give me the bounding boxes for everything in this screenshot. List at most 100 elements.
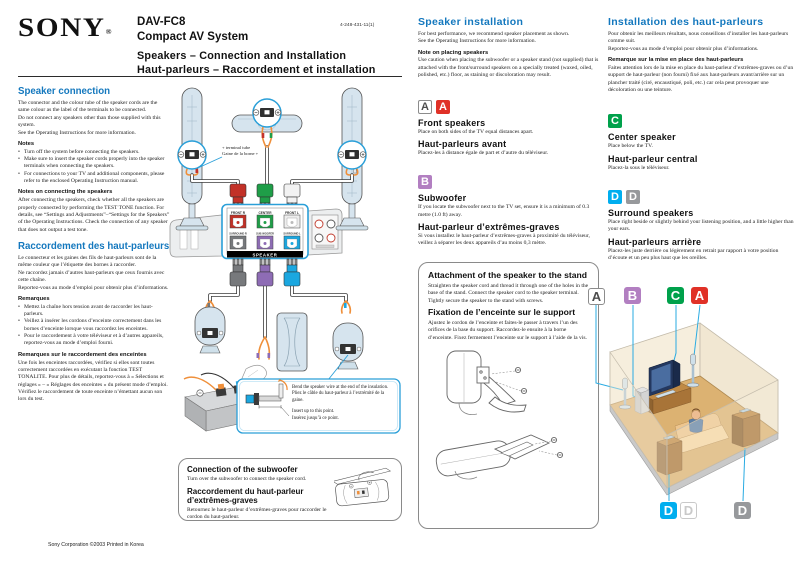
callout-leader-line xyxy=(327,354,349,381)
registered-mark: ® xyxy=(105,28,112,36)
room-front-right-speaker xyxy=(686,353,700,388)
center-title-fr: Haut-parleur central xyxy=(608,153,698,164)
callout-insert-en: Insert up to this point. xyxy=(292,409,335,415)
speaker-badge-d-gray: D xyxy=(626,190,640,205)
model-number: DAV-FC8 xyxy=(137,16,186,28)
note-item: For connections to your TV and additiona… xyxy=(18,171,170,186)
placing-note-body: Use caution when placing the subwoofer o… xyxy=(418,57,599,79)
room-front-left-speaker xyxy=(618,377,632,410)
subwoofer-body-en: If you locate the subwoofer next to the … xyxy=(418,204,590,218)
surround-right-speaker-illustration xyxy=(332,322,364,370)
wiring-diagram-illustration: FRONT R CENTER FRONT L SURROUND xyxy=(169,87,401,434)
panel-label-center: CENTER xyxy=(258,211,272,215)
subwoofer-illustration xyxy=(276,312,308,372)
document-number: 4-248-431-11(1) xyxy=(340,23,375,28)
center-title-en: Center speaker xyxy=(608,132,676,143)
stand-attachment-box: Attachment of the speaker to the stand S… xyxy=(418,262,599,529)
brand-text: SONY xyxy=(18,13,106,42)
room-badge-c-center: C xyxy=(667,287,684,304)
paragraph: See the Operating Instructions for more … xyxy=(18,129,136,136)
room-badge-b-subwoofer: B xyxy=(624,287,641,304)
callout-insert-fr: Insérez jusqu’à ce point. xyxy=(292,415,339,421)
connection-column: Speaker connection The connector and the… xyxy=(18,86,170,404)
front-speakers-title-en: Front speakers xyxy=(418,117,486,128)
wire-insert-callout-text: Bend the speaker wire at the end of the … xyxy=(292,385,396,422)
attachment-title-fr: Fixation de l’enceinte sur le support xyxy=(428,307,576,317)
placing-note-title-fr: Remarque sur la mise en place des haut-p… xyxy=(608,57,744,64)
wire-insert-callout-box xyxy=(236,378,401,434)
paragraph: For best performance, we recommend speak… xyxy=(418,31,570,37)
subwoofer-box-title-en: Connection of the subwoofer xyxy=(187,465,298,474)
sub-note-body: After connecting the speakers, check whe… xyxy=(18,197,170,233)
room-badge-d-surround-right: D xyxy=(734,502,751,519)
flat-speaker-stand-illustration xyxy=(435,434,563,480)
attachment-body-fr: Ajustez le cordon de l’enceinte et faite… xyxy=(428,319,587,341)
receiver-back-illustration xyxy=(169,208,343,258)
sub-note-title: Notes on connecting the speakers xyxy=(18,189,113,196)
room-surround-right-speaker xyxy=(731,408,761,448)
tv-illustration xyxy=(648,359,681,397)
paragraph: The connector and the colour tube of the… xyxy=(18,100,158,114)
center-badge-row: C xyxy=(608,111,796,129)
subwoofer-box-body-en: Turn over the subwoofer to connect the s… xyxy=(187,476,307,483)
note-item: Mettez la chaîne hors tension avant de r… xyxy=(18,304,170,319)
product-name: Compact AV System xyxy=(137,30,249,43)
paragraph: See the Operating Instructions for more … xyxy=(418,38,536,45)
subwoofer-box-title-fr: Raccordement du haut-parleur d’extrêmes-… xyxy=(187,486,304,505)
placing-note-title: Note on placing speakers xyxy=(418,49,489,56)
panel-label-surround-r: SURROUND R xyxy=(229,231,247,235)
paragraph: Le connecteur et les gaines des fils de … xyxy=(18,255,157,269)
callout-bend-fr: Pliez le câble du haut-parleur à l’extré… xyxy=(292,391,385,403)
placing-note-body-fr: Faites attention lors de la mise en plac… xyxy=(608,64,794,93)
room-front-walls xyxy=(609,350,779,490)
heading-raccordement: Raccordement des haut-parleurs xyxy=(18,241,170,252)
doc-title-en: Speakers – Connection and Installation xyxy=(137,50,347,62)
front-speakers-section: Front speakers Place on both sides of th… xyxy=(418,118,599,158)
surround-section: Surround speakers Place right beside or … xyxy=(608,208,796,263)
surround-title-fr: Haut-parleurs arrière xyxy=(608,236,702,247)
paragraph: Ne raccordez jamais d’autres haut-parleu… xyxy=(18,269,165,284)
room-subwoofer-illustration xyxy=(634,386,650,415)
model-block: DAV-FC8 Compact AV System xyxy=(137,15,248,45)
terminal-zoom-circles xyxy=(177,98,367,170)
sub-note-body-fr: Une fois les enceintes raccordées, vérif… xyxy=(18,359,168,403)
surround-body-en: Place right beside or slightly behind yo… xyxy=(608,219,794,233)
center-speaker-section: Center speaker Place below the TV. Haut-… xyxy=(608,132,796,172)
sub-note-title-fr: Remarques sur le raccordement des encein… xyxy=(18,351,147,358)
panel-label-surround-l: SURROUND L xyxy=(283,231,301,235)
paragraph: Pour obtenir les meilleurs résultats, no… xyxy=(608,31,789,45)
document-titles: Speakers – Connection and Installation H… xyxy=(137,49,376,77)
room-surround-left-speaker xyxy=(656,435,683,476)
stand-attachment-illustration xyxy=(435,350,563,480)
surround-plugs xyxy=(229,258,301,287)
panel-label-subwoofer: SUB WOOFER xyxy=(256,231,274,235)
room-badge-d-surround-left: D xyxy=(660,502,677,519)
speaker-badge-c: C xyxy=(608,114,622,129)
terminal-tube-label-fr: Gaine de la borne + xyxy=(222,151,259,157)
surround-body-fr: Placez-les juste derrière ou légèrement … xyxy=(608,247,779,262)
subwoofer-badge-row: B xyxy=(418,172,599,190)
surround-title-en: Surround speakers xyxy=(608,208,694,219)
terminal-tube-leader xyxy=(199,156,223,168)
notes-title: Notes xyxy=(18,140,35,147)
surround-left-speaker-illustration xyxy=(194,306,226,354)
notes-title-fr: Remarques xyxy=(18,295,50,302)
center-body-fr: Placez-la sous le téléviseur. xyxy=(608,164,670,171)
sony-logo: SONY® xyxy=(18,13,112,43)
heading-speaker-connection: Speaker connection xyxy=(18,86,111,97)
heading-speaker-installation: Speaker installation xyxy=(418,16,524,28)
room-badge-d-ghost: D xyxy=(680,502,697,519)
room-badge-a-front-right: A xyxy=(691,287,708,304)
subwoofer-title-fr: Haut-parleur d’extrêmes-graves xyxy=(418,222,560,233)
paragraph: Do not connect any speakers other than t… xyxy=(18,114,161,129)
room-placement-illustration xyxy=(595,304,779,502)
terminal-tube-label: + terminal tube Gaine de la borne + xyxy=(222,145,292,157)
note-item: Turn off the system before connecting th… xyxy=(18,149,170,157)
callout-bend-en: Bend the speaker wire at the end of the … xyxy=(292,385,389,390)
subwoofer-title-en: Subwoofer xyxy=(418,193,467,204)
panel-label-front-r: FRONT R xyxy=(231,211,246,215)
subwoofer-turnover-illustration xyxy=(333,467,391,507)
